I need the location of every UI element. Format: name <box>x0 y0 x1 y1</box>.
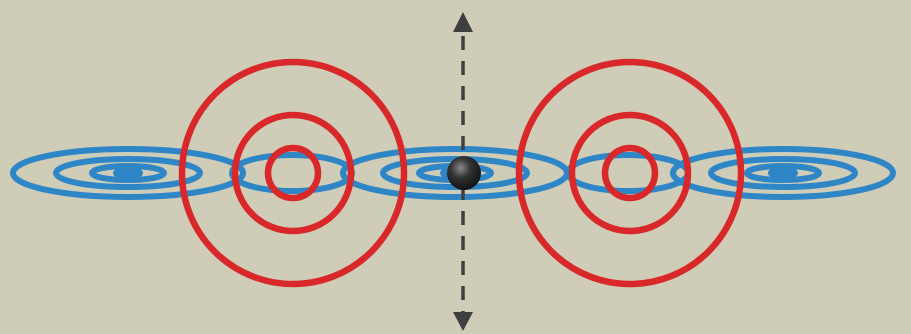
arrow-down-icon <box>453 312 473 331</box>
blue-ellipse <box>670 146 896 200</box>
sphere-icon <box>447 156 481 190</box>
blue-ellipse <box>10 146 246 200</box>
red-ring-inner <box>601 144 659 202</box>
red-ring-inner <box>264 144 322 202</box>
blue-ellipse <box>53 156 203 190</box>
red-ring-group-left <box>178 58 408 288</box>
red-ring-outer <box>178 58 408 288</box>
red-ring-outer <box>515 58 745 288</box>
red-ring-group-right <box>515 58 745 288</box>
blue-ellipse <box>113 167 143 179</box>
blue-ellipse <box>708 156 858 190</box>
blue-ellipse <box>89 163 167 183</box>
blue-ellipse-group-left <box>10 146 246 200</box>
red-ring-middle <box>231 111 355 235</box>
red-ring-middle <box>568 111 692 235</box>
blue-ellipse-group-right <box>670 146 896 200</box>
blue-ellipse-group-inner-left <box>229 152 355 194</box>
blue-ellipse <box>768 167 798 179</box>
blue-ellipse <box>229 152 355 194</box>
blue-ellipse <box>744 163 822 183</box>
arrow-up-icon <box>453 12 473 32</box>
